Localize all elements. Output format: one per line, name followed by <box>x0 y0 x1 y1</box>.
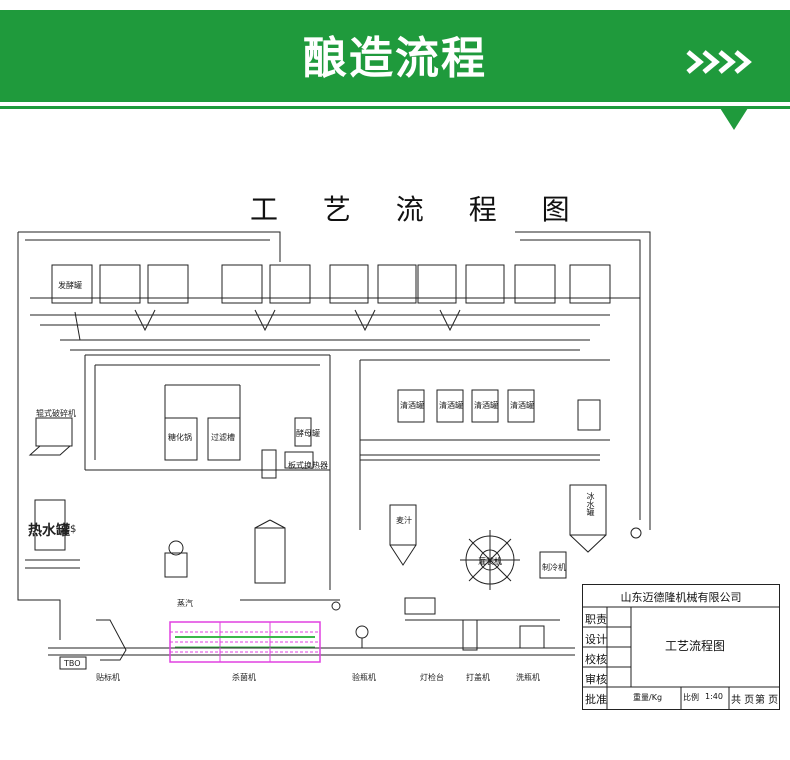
title-block-grid <box>583 606 779 709</box>
ferment-label: 发酵罐 <box>58 281 82 290</box>
sterilizer-label: 杀菌机 <box>232 673 256 682</box>
company-name: 山东迈德隆机械有限公司 <box>620 591 742 604</box>
role-approve: 批准 <box>585 693 607 706</box>
ratio-value: 1:40 <box>705 692 723 701</box>
arrow-down-icon <box>720 108 748 130</box>
role-design: 设计 <box>585 633 607 646</box>
steam-label: 蒸汽 <box>177 599 193 608</box>
title-block: 山东迈德隆机械有限公司 职责 设计 校核 审核 批准 工艺流程图 重量/Kg 比… <box>582 584 780 710</box>
hot-tank-label: 热水罐 <box>28 523 70 539</box>
washer-label: 洗瓶机 <box>516 673 540 682</box>
page-count: 共 页 <box>731 695 755 706</box>
weight-label: 重量/Kg <box>633 693 663 702</box>
wort-label: 麦汁 <box>396 516 412 525</box>
hot-tank-suffix: -1$ <box>60 524 77 535</box>
filler-label: 灌装机 <box>478 557 502 566</box>
bright-tank-4-label: 清酒罐 <box>510 401 534 410</box>
mash-tank-label: 糖化锅 <box>168 433 192 442</box>
bright-tank-2-label: 清酒罐 <box>439 401 463 410</box>
diagram-title: 工 艺 流 程 图 <box>250 193 588 226</box>
bright-tank-3-label: 清酒罐 <box>474 401 498 410</box>
labeler-label: 贴标机 <box>96 673 120 682</box>
capper-label: 打盖机 <box>466 673 490 682</box>
page-number: 第 页 <box>755 695 779 706</box>
role-check: 校核 <box>585 653 607 666</box>
drawing-name: 工艺流程图 <box>665 639 726 653</box>
chiller-label: 制冷机 <box>542 563 566 572</box>
yeast-tank-label: 酵母罐 <box>296 429 320 438</box>
heat-plate-label: 板式换热器 <box>288 461 328 470</box>
ice-tank-label: 冰水罐 <box>586 492 595 516</box>
bright-tank-1-label: 清酒罐 <box>400 401 424 410</box>
tbo-label: TBO <box>64 659 81 668</box>
inspector-label: 验瓶机 <box>352 673 376 682</box>
page-title: 酿造流程 <box>303 33 487 84</box>
light-table-label: 灯检台 <box>420 673 444 682</box>
ratio-label: 比例 <box>683 693 699 702</box>
lauter-tank-label: 过滤槽 <box>211 433 235 442</box>
role-duty: 职责 <box>585 613 607 626</box>
header-banner <box>0 10 790 102</box>
header-underline <box>0 106 790 109</box>
crusher-label: 辊式破碎机 <box>36 409 76 418</box>
role-review: 审核 <box>585 673 607 686</box>
